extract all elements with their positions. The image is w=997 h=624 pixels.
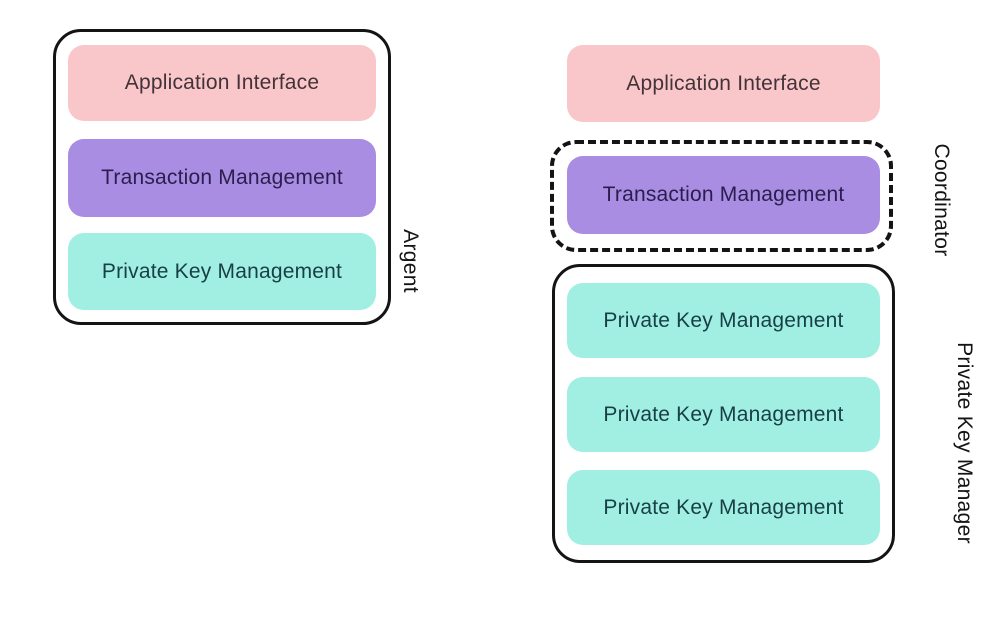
transaction-management-box: Transaction Management bbox=[68, 139, 376, 217]
coordinator-label: Coordinator bbox=[930, 143, 953, 257]
private-key-manager-group bbox=[552, 264, 895, 563]
transaction-management-label: Transaction Management bbox=[602, 183, 845, 206]
private-key-management-label: Private Key Management bbox=[603, 308, 844, 332]
transaction-management-label: Transaction Management bbox=[101, 166, 343, 189]
private-key-manager-label: Private Key Manager bbox=[953, 342, 976, 544]
transaction-management-box: Transaction Management bbox=[567, 156, 880, 234]
argent-label: Argent bbox=[399, 229, 422, 293]
private-key-management-box: Private Key Management bbox=[567, 470, 880, 545]
application-interface-label: Application Interface bbox=[124, 71, 320, 94]
application-interface-box: Application Interface bbox=[567, 45, 880, 122]
private-key-management-label: Private Key Management bbox=[603, 495, 844, 519]
private-key-management-box: Private Key Management bbox=[68, 233, 376, 310]
private-key-management-box: Private Key Management bbox=[567, 377, 880, 452]
private-key-management-box: Private Key Management bbox=[567, 283, 880, 358]
application-interface-box: Application Interface bbox=[68, 45, 376, 121]
argent-wallet-group bbox=[53, 29, 391, 325]
private-key-management-label: Private Key Management bbox=[603, 402, 844, 426]
private-key-management-label: Private Key Management bbox=[101, 259, 343, 283]
coordinator-group bbox=[550, 140, 893, 252]
application-interface-label: Application Interface bbox=[626, 71, 821, 95]
